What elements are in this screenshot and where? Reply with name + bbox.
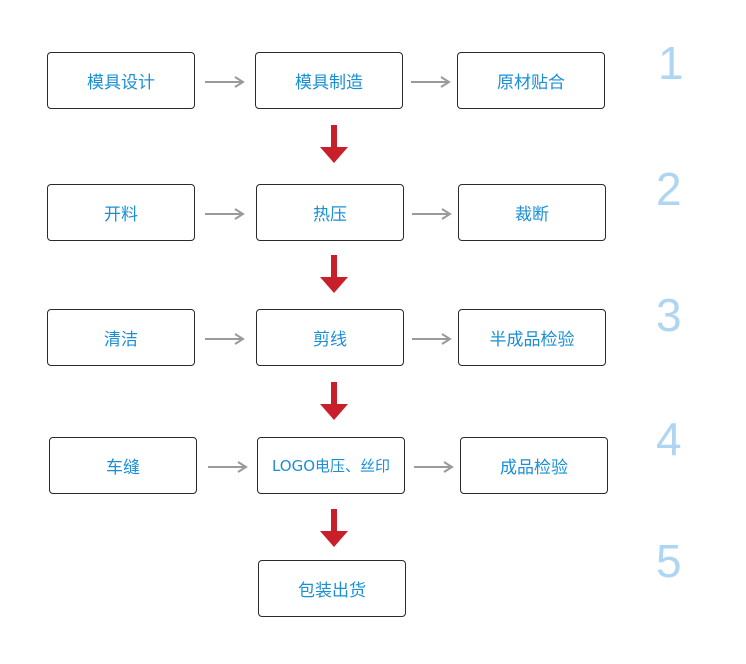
- arrow-right-icon: [411, 76, 451, 88]
- process-box-packing-shipping: 包装出货: [258, 560, 406, 617]
- arrow-right-icon: [205, 76, 245, 88]
- arrow-down-icon: [320, 509, 348, 547]
- step-number-3: 3: [656, 289, 682, 341]
- step-number-5: 5: [656, 535, 682, 587]
- arrow-down-icon: [320, 125, 348, 163]
- process-box-finished-inspection: 成品检验: [460, 437, 608, 494]
- arrow-right-icon: [208, 461, 248, 473]
- process-box-mold-making: 模具制造: [255, 52, 403, 109]
- arrow-down-icon: [320, 255, 348, 293]
- process-box-cleaning: 清洁: [47, 309, 195, 366]
- arrow-right-icon: [414, 461, 454, 473]
- step-number-2: 2: [656, 163, 682, 215]
- process-box-cutting-material: 开料: [47, 184, 195, 241]
- arrow-right-icon: [205, 208, 245, 220]
- process-box-die-cutting: 裁断: [458, 184, 606, 241]
- arrow-right-icon: [412, 333, 452, 345]
- arrow-right-icon: [412, 208, 452, 220]
- process-box-sewing: 车缝: [49, 437, 197, 494]
- arrow-down-icon: [320, 382, 348, 420]
- process-box-semi-finished-inspection: 半成品检验: [458, 309, 606, 366]
- process-box-thread-trimming: 剪线: [256, 309, 404, 366]
- step-number-4: 4: [656, 413, 682, 465]
- process-box-material-laminating: 原材贴合: [457, 52, 605, 109]
- process-box-logo-printing: LOGO电压、丝印: [257, 437, 405, 494]
- step-number-1: 1: [658, 37, 684, 89]
- process-box-hot-pressing: 热压: [256, 184, 404, 241]
- arrow-right-icon: [205, 333, 245, 345]
- process-box-mold-design: 模具设计: [47, 52, 195, 109]
